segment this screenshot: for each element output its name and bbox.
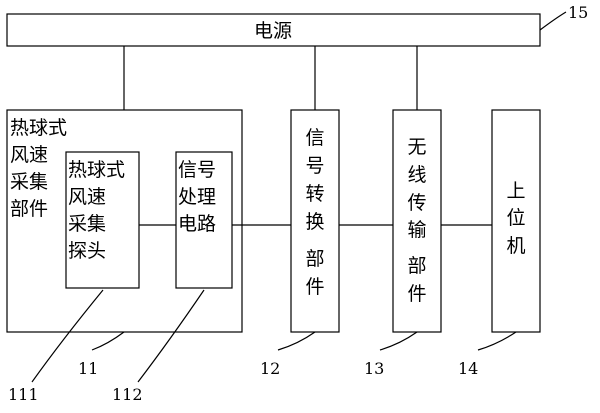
leader-line-15 [539, 11, 567, 31]
circuit-label-line-3: 电路 [178, 213, 216, 235]
ref-number-15: 15 [568, 3, 588, 22]
wireless-label-char-5: 部 [407, 255, 426, 277]
probe-label-line-3: 采集 [68, 213, 106, 235]
wireless-label-char-4: 输 [407, 219, 426, 241]
leader-line-14 [477, 331, 517, 351]
host-label-char-1: 上 [506, 180, 525, 202]
wireless-label-char-6: 件 [407, 283, 426, 305]
ref-number-12: 12 [260, 359, 280, 378]
conversion-label-char-4: 换 [305, 211, 324, 233]
ref-number-13: 13 [364, 359, 384, 378]
ref-number-112: 112 [112, 385, 143, 404]
signal-conversion-block: 信 号 转 换 部 件 [290, 109, 340, 333]
wireless-transmission-block: 无 线 传 输 部 件 [392, 109, 442, 333]
ref-number-14: 14 [458, 359, 478, 378]
conversion-label-char-2: 号 [305, 155, 324, 177]
leader-line-112 [137, 289, 205, 383]
ref-number-11: 11 [78, 359, 98, 378]
circuit-label-line-1: 信号 [178, 159, 216, 181]
probe-label-line-2: 风速 [68, 186, 106, 208]
conversion-label-char-6: 件 [305, 276, 324, 298]
ref-number-111: 111 [8, 385, 39, 404]
leader-line-111 [31, 289, 104, 383]
probe-label-line-1: 热球式 [68, 159, 125, 181]
leader-line-12 [277, 331, 316, 351]
acquisition-unit-label-line-2: 风速 [10, 144, 48, 166]
leader-line-13 [379, 331, 418, 351]
host-label-char-2: 位 [506, 207, 525, 229]
conversion-label-char-5: 部 [305, 248, 324, 270]
acquisition-unit-label-line-4: 部件 [10, 198, 48, 220]
circuit-label-line-2: 处理 [178, 186, 216, 208]
host-computer-block: 上 位 机 [491, 109, 541, 333]
conversion-label-char-1: 信 [305, 127, 324, 149]
acquisition-unit-label-line-3: 采集 [10, 171, 48, 193]
wireless-label-char-3: 传 [407, 192, 426, 214]
power-supply-block: 电源 [6, 13, 541, 47]
leader-line-11 [91, 331, 125, 351]
wireless-label-char-2: 线 [407, 164, 426, 186]
acquisition-unit-label-line-1: 热球式 [10, 117, 67, 139]
probe-label-line-4: 探头 [68, 240, 106, 262]
host-label-char-3: 机 [506, 235, 525, 257]
power-supply-label: 电源 [254, 20, 292, 42]
wireless-label-char-1: 无 [407, 136, 426, 158]
signal-processing-circuit-block: 信号 处理 电路 [175, 151, 233, 289]
conversion-label-char-3: 转 [305, 183, 324, 205]
hot-ball-probe-block: 热球式 风速 采集 探头 [65, 151, 140, 289]
